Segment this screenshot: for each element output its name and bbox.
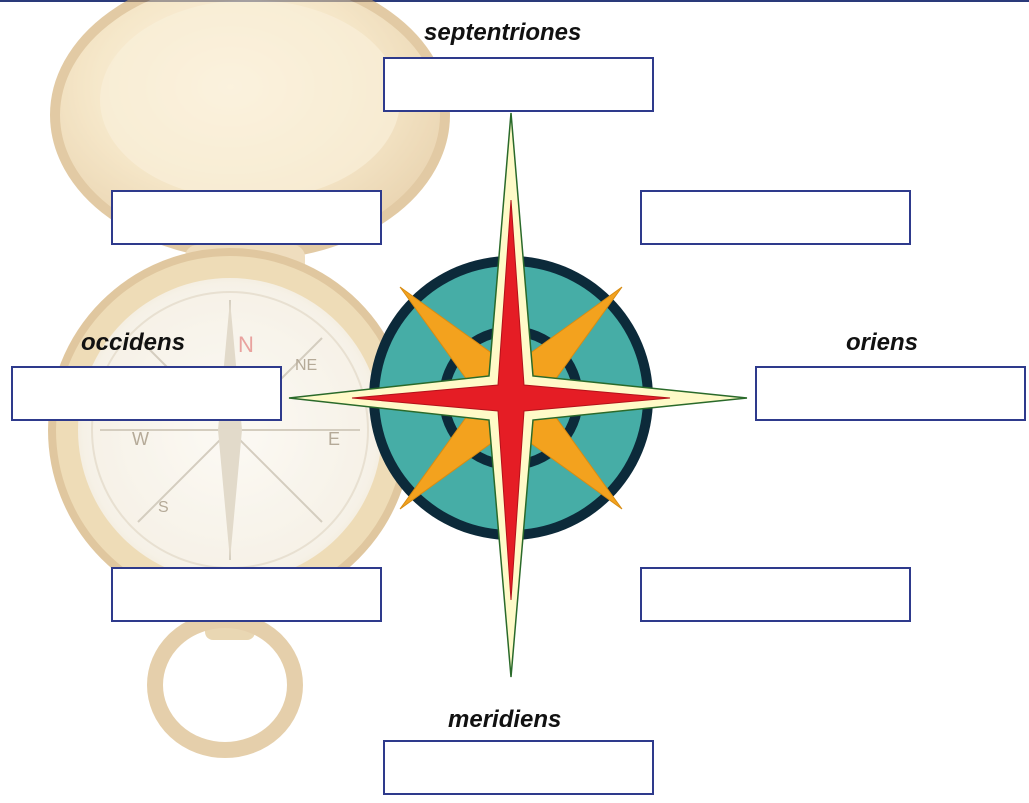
label-south: meridiens (448, 706, 561, 734)
answer-box-north[interactable] (383, 57, 654, 112)
dial-letter-s: S (158, 499, 169, 516)
answer-box-south[interactable] (383, 740, 654, 795)
answer-box-northeast[interactable] (640, 190, 911, 245)
label-east: oriens (846, 329, 918, 357)
answer-box-southeast[interactable] (640, 567, 911, 622)
dial-letter-n: N (238, 332, 254, 357)
answer-box-west[interactable] (11, 366, 282, 421)
rose-red-star (352, 200, 670, 600)
answer-box-east[interactable] (755, 366, 1026, 421)
label-west: occidens (81, 329, 185, 357)
answer-box-southwest[interactable] (111, 567, 382, 622)
answer-box-northwest[interactable] (111, 190, 382, 245)
dial-letter-w: W (132, 429, 149, 449)
label-north: septentriones (424, 19, 581, 47)
